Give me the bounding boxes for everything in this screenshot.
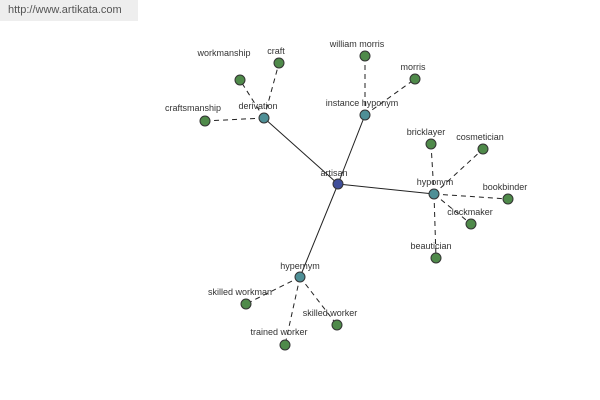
edge-hypernym-skilled-workman <box>245 276 301 305</box>
leaf-node-dot[interactable] <box>502 193 514 205</box>
edge-hyponym-cosmetician <box>433 148 484 195</box>
relation-node-hypernym[interactable]: hypernym <box>280 261 320 283</box>
relation-node-label: hyponym <box>417 177 454 187</box>
relation-node-derivation[interactable]: derivation <box>238 101 278 124</box>
relation-node-label: hypernym <box>280 261 320 271</box>
leaf-node-skilled-workman[interactable]: skilled workman <box>208 287 272 310</box>
leaf-node-label: workmanship <box>196 48 250 58</box>
leaf-node-label: trained worker <box>250 327 307 337</box>
leaf-node-dot[interactable] <box>425 138 437 150</box>
relation-node-label: instance hyponym <box>326 98 399 108</box>
leaf-node-label: beautician <box>410 241 451 251</box>
leaf-node-label: craftsmanship <box>165 103 221 113</box>
leaf-node-dot[interactable] <box>359 50 371 62</box>
leaf-node-skilled-worker[interactable]: skilled worker <box>303 308 358 331</box>
relation-node-dot[interactable] <box>359 109 371 121</box>
relation-node-dot[interactable] <box>258 112 270 124</box>
leaf-node-workmanship[interactable]: workmanship <box>196 48 251 86</box>
relation-node-dot[interactable] <box>294 271 306 283</box>
leaf-node-dot[interactable] <box>199 115 211 127</box>
root-node-dot[interactable] <box>332 178 344 190</box>
leaf-node-cosmetician[interactable]: cosmetician <box>456 132 504 155</box>
edge-hypernym-skilled-worker <box>299 276 338 326</box>
leaf-node-label: clockmaker <box>447 207 493 217</box>
leaf-node-craft[interactable]: craft <box>267 46 285 69</box>
leaf-node-bricklayer[interactable]: bricklayer <box>407 127 446 150</box>
leaf-node-label: bookbinder <box>483 182 528 192</box>
relation-node-instance-hyponym[interactable]: instance hyponym <box>326 98 399 121</box>
leaf-node-label: skilled worker <box>303 308 358 318</box>
edge-derivation-craft <box>263 62 280 119</box>
leaf-node-dot[interactable] <box>477 143 489 155</box>
edge-artisan-instance-hyponym <box>337 114 366 185</box>
leaf-node-label: morris <box>401 62 426 72</box>
leaf-node-trained-worker[interactable]: trained worker <box>250 327 308 351</box>
edge-hyponym-bookbinder <box>433 193 509 200</box>
edge-hyponym-clockmaker <box>433 193 472 225</box>
root-node-artisan[interactable]: artisan <box>320 168 348 190</box>
leaf-node-william-morris[interactable]: william morris <box>329 39 385 62</box>
leaf-node-dot[interactable] <box>279 339 291 351</box>
edge-artisan-hypernym <box>299 183 339 278</box>
edge-hypernym-trained-worker <box>284 276 301 346</box>
leaf-node-clockmaker[interactable]: clockmaker <box>447 207 493 230</box>
edge-instance-hyponym-morris <box>364 78 416 116</box>
edge-derivation-workmanship <box>239 79 265 119</box>
leaf-node-craftsmanship[interactable]: craftsmanship <box>165 103 221 127</box>
leaf-node-morris[interactable]: morris <box>401 62 426 85</box>
leaf-node-dot[interactable] <box>240 298 252 310</box>
leaf-node-label: craft <box>267 46 285 56</box>
edges-layer <box>204 56 509 346</box>
edge-hyponym-beautician <box>433 193 437 259</box>
nodes-layer: workmanship craft craftsmanship derivation w… <box>165 39 528 351</box>
leaf-node-label: william morris <box>329 39 385 49</box>
leaf-node-dot[interactable] <box>273 57 285 69</box>
url-banner[interactable]: http://www.artikata.com <box>0 0 138 21</box>
leaf-node-dot[interactable] <box>409 73 421 85</box>
root-node-label: artisan <box>320 168 347 178</box>
leaf-node-dot[interactable] <box>430 252 442 264</box>
leaf-node-dot[interactable] <box>234 74 246 86</box>
edge-derivation-craftsmanship <box>204 117 265 122</box>
edge-artisan-derivation <box>263 117 339 185</box>
leaf-node-dot[interactable] <box>465 218 477 230</box>
leaf-node-label: bricklayer <box>407 127 446 137</box>
leaf-node-label: cosmetician <box>456 132 504 142</box>
leaf-node-label: skilled workman <box>208 287 272 297</box>
leaf-node-dot[interactable] <box>331 319 343 331</box>
relation-node-hyponym[interactable]: hyponym <box>417 177 454 200</box>
relation-node-label: derivation <box>238 101 277 111</box>
edge-artisan-hyponym <box>337 183 435 195</box>
leaf-node-bookbinder[interactable]: bookbinder <box>483 182 528 205</box>
relation-node-dot[interactable] <box>428 188 440 200</box>
leaf-node-beautician[interactable]: beautician <box>410 241 452 264</box>
